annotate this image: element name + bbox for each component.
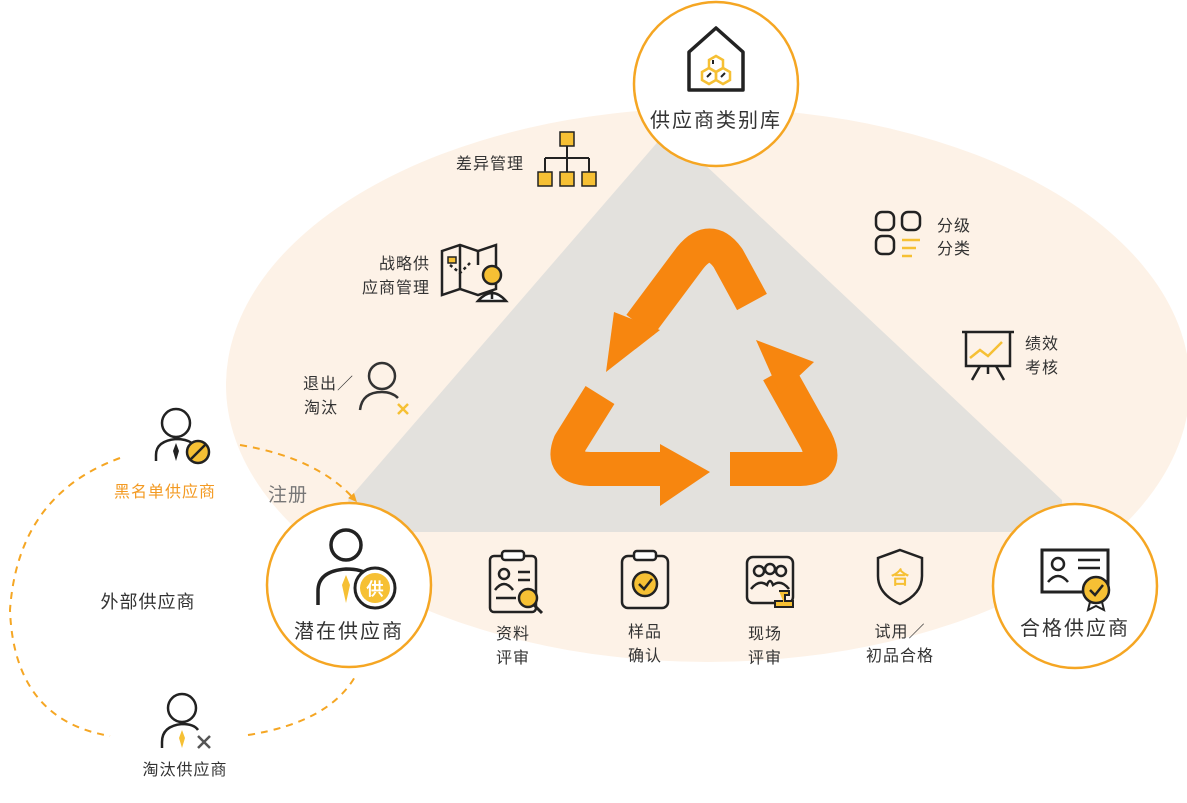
- lifecycle-triangle: [348, 130, 1062, 532]
- strategic-label-line1: 战略供: [378, 254, 430, 273]
- exit-label-line1: 退出／: [302, 374, 354, 393]
- org-chart-icon: [537, 131, 597, 187]
- person-x-icon: [358, 361, 409, 415]
- grade-label-line1: 分级: [936, 216, 971, 235]
- shield-he-icon: 合: [876, 548, 924, 606]
- docs-review-line2: 评审: [495, 648, 530, 667]
- person-blocked-icon: [154, 407, 211, 465]
- onsite-review-line2: 评审: [747, 648, 782, 667]
- person-supply-badge-icon: 供: [316, 528, 397, 610]
- svg-text:合: 合: [891, 567, 910, 589]
- svg-text:供: 供: [366, 579, 384, 600]
- grid-list-icon: [874, 210, 922, 258]
- external-supplier-loop: [8, 444, 357, 737]
- eliminated-supplier-label: 淘汰供应商: [142, 760, 228, 779]
- qualified-supplier-label: 合格供应商: [1020, 616, 1130, 640]
- recycle-arrowheads: [606, 312, 814, 506]
- external-supplier-title: 外部供应商: [100, 592, 196, 613]
- category-library-label: 供应商类别库: [650, 108, 782, 132]
- perf-label-line1: 绩效: [1024, 334, 1059, 353]
- sample-confirm-line2: 确认: [627, 646, 662, 665]
- group-stamp-icon: [745, 555, 795, 608]
- trial-label-line2: 初品合格: [865, 646, 934, 665]
- trial-label-line1: 试用／: [874, 622, 926, 641]
- docs-review-line1: 资料: [495, 624, 530, 643]
- certificate-icon: [1040, 548, 1111, 612]
- category-library-node: [632, 0, 800, 168]
- strategic-label-line2: 应商管理: [361, 278, 430, 297]
- register-label: 注册: [267, 484, 308, 506]
- house-hexagons-icon: [687, 26, 745, 92]
- map-person-icon: [440, 243, 509, 303]
- sample-confirm-line1: 样品: [627, 622, 662, 641]
- clipboard-search-icon: [488, 549, 544, 615]
- clipboard-check-icon: [620, 549, 670, 610]
- person-eliminated-icon: [160, 692, 211, 749]
- recycle-arrows-icon: [550, 228, 838, 486]
- blacklist-supplier-label: 黑名单供应商: [113, 482, 216, 501]
- diff-management-label: 差异管理: [455, 154, 524, 173]
- qualified-supplier-node: [991, 502, 1159, 670]
- grade-label-line2: 分类: [936, 239, 971, 258]
- onsite-review-line1: 现场: [747, 624, 782, 643]
- potential-supplier-label: 潜在供应商: [294, 619, 404, 643]
- perf-label-line2: 考核: [1024, 358, 1059, 377]
- exit-label-line2: 淘汰: [303, 398, 338, 417]
- chart-board-icon: [962, 330, 1014, 381]
